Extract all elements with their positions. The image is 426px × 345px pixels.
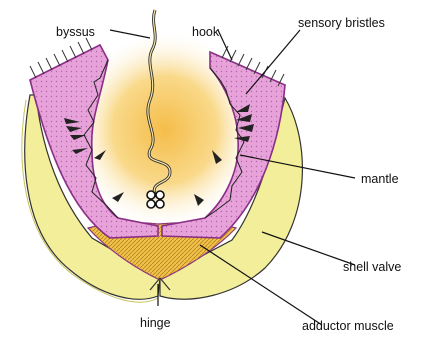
label-sensory-bristles: sensory bristles [298,16,385,30]
label-shell-valve: shell valve [343,260,401,274]
label-hinge: hinge [140,316,171,330]
leader-byssus [110,30,150,38]
label-mantle: mantle [361,172,399,186]
label-byssus: byssus [56,25,95,39]
label-adductor-muscle: adductor muscle [302,319,394,333]
label-hook: hook [192,25,220,39]
